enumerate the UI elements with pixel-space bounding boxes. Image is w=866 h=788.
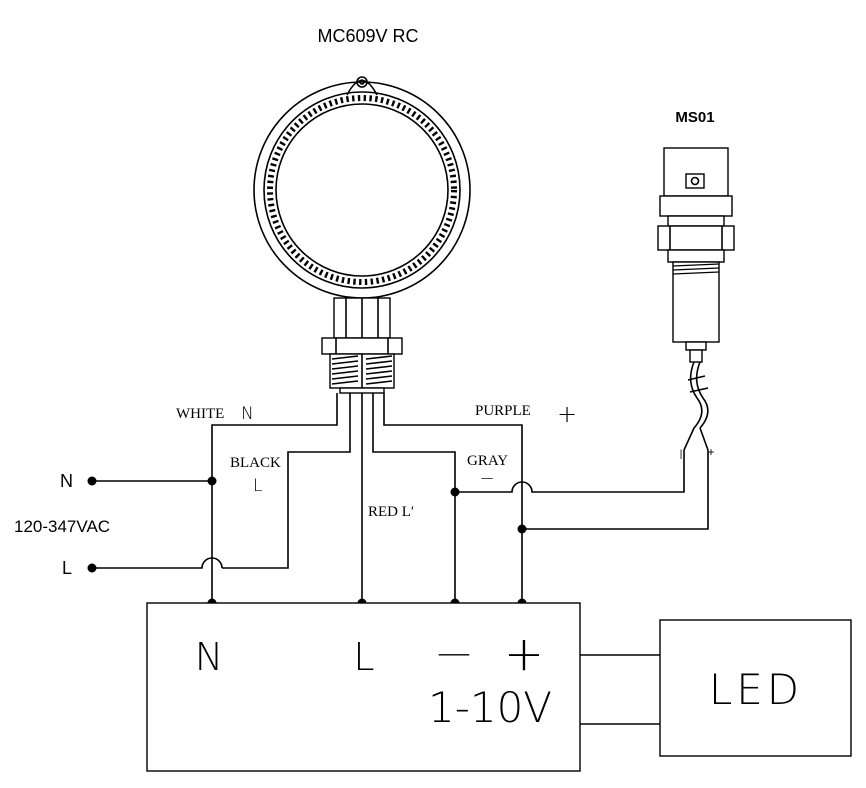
sensor-plus-label: +	[707, 445, 714, 459]
supply-n-label: N	[60, 471, 73, 491]
led-box	[659, 619, 852, 757]
driver-n-terminal: N	[195, 635, 223, 679]
sensor-minus-label: |	[680, 449, 683, 460]
white-wire-symbol: N	[241, 404, 254, 424]
wiring	[87, 393, 709, 725]
driver-l-terminal: L	[353, 635, 374, 679]
white-wire-label: WHITE	[176, 406, 224, 422]
ms01-sensor-device	[657, 147, 735, 451]
gray-wire-label: GRAY	[467, 453, 508, 469]
driver-plus-terminal: +	[504, 626, 544, 682]
dimming-driver-box	[146, 602, 581, 772]
led-label: LED	[709, 665, 803, 714]
sensor-title: MS01	[675, 109, 714, 126]
black-wire-label: BLACK	[230, 455, 281, 471]
black-wire-symbol: L	[253, 476, 262, 496]
gray-wire-symbol: −	[479, 468, 494, 489]
supply-l-label: L	[62, 558, 72, 578]
supply-voltage-label: 120-347VAC	[14, 517, 110, 536]
red-wire-label: RED L′	[368, 504, 414, 520]
controller-title: MC609V RC	[317, 26, 418, 46]
driver-minus-terminal: —	[437, 633, 471, 673]
driver-dimming-label: 1-10V	[428, 683, 552, 732]
controller-device	[253, 76, 471, 394]
purple-wire-label: PURPLE	[475, 403, 531, 419]
purple-wire-symbol: +	[557, 400, 577, 428]
